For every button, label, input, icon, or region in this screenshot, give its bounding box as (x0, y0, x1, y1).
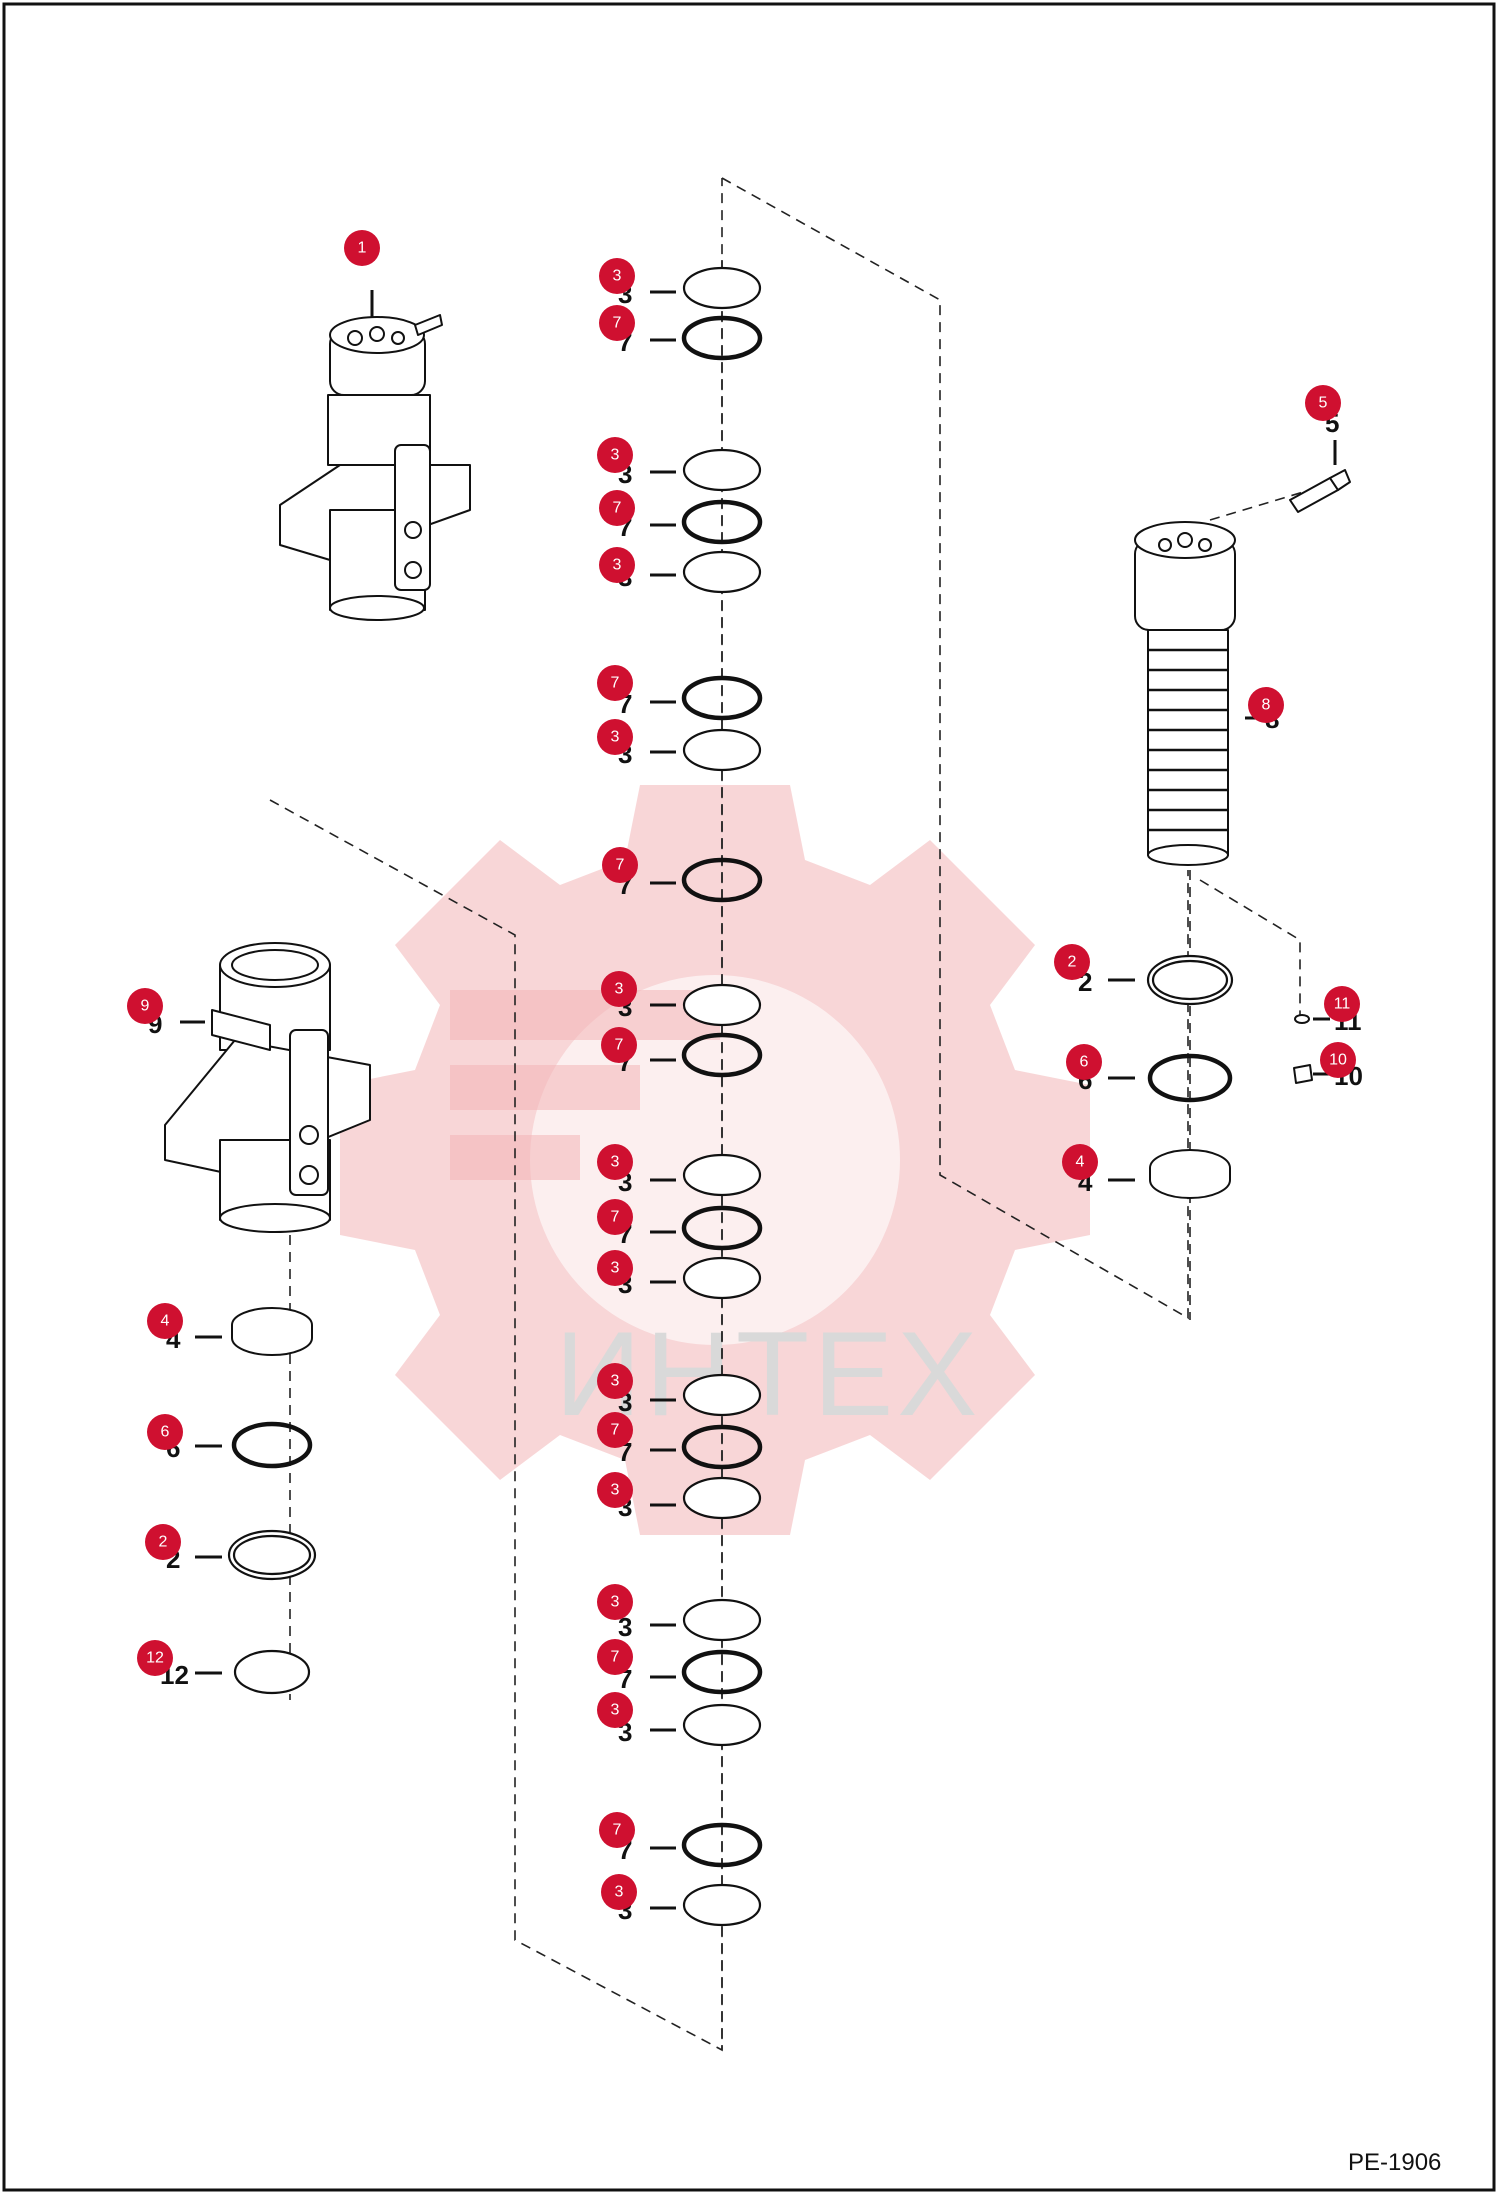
callout-7-a: 7 (599, 305, 635, 341)
svg-text:3: 3 (611, 1154, 620, 1171)
svg-text:6: 6 (161, 1424, 170, 1441)
callout-11: 11 (1324, 986, 1360, 1022)
svg-text:3: 3 (611, 729, 620, 746)
callout-8: 8 (1248, 687, 1284, 723)
callout-10: 10 (1320, 1042, 1356, 1078)
svg-text:7: 7 (613, 1822, 622, 1839)
drawing-id: PE-1906 (1348, 2149, 1441, 2176)
snap-ring-part-12 (233, 1649, 311, 1695)
callout-3-d: 3 (597, 719, 633, 755)
svg-text:3: 3 (613, 557, 622, 574)
callout-3-b: 3 (597, 437, 633, 473)
bushing-part-4-right (1149, 1149, 1231, 1199)
callout-7-d: 7 (602, 847, 638, 883)
svg-text:3: 3 (611, 1594, 620, 1611)
callout-9: 9 (127, 988, 163, 1024)
svg-text:12: 12 (146, 1650, 164, 1667)
svg-text:7: 7 (611, 1422, 620, 1439)
svg-text:3: 3 (611, 1702, 620, 1719)
svg-text:3: 3 (611, 1482, 620, 1499)
svg-text:8: 8 (1262, 697, 1271, 714)
seal-part-2-left-inner (232, 1534, 312, 1576)
svg-text:9: 9 (141, 998, 150, 1015)
svg-text:7: 7 (611, 1209, 620, 1226)
callout-3-i: 3 (597, 1472, 633, 1508)
svg-text:3: 3 (611, 1260, 620, 1277)
bushing-part-4-left (231, 1307, 313, 1356)
svg-text:5: 5 (1319, 395, 1328, 412)
callout-7-i: 7 (599, 1812, 635, 1848)
callout-3-j: 3 (597, 1584, 633, 1620)
fitting-part-5 (1289, 469, 1351, 513)
svg-text:4: 4 (1076, 1154, 1085, 1171)
svg-text:3: 3 (615, 1884, 624, 1901)
svg-text:7: 7 (616, 857, 625, 874)
svg-text:11: 11 (1334, 996, 1351, 1013)
o-ring-column (681, 266, 763, 1927)
svg-text:2: 2 (159, 1534, 168, 1551)
svg-text:4: 4 (161, 1313, 170, 1330)
callout-3-l: 3 (601, 1874, 637, 1910)
svg-text:7: 7 (611, 1649, 620, 1666)
callout-4-right: 4 (1062, 1144, 1098, 1180)
callout-3-k: 3 (597, 1692, 633, 1728)
svg-text:7: 7 (615, 1037, 624, 1054)
assembly-guide-fittings (1199, 879, 1301, 1020)
callout-1: 1 (344, 230, 380, 266)
callout-7-e: 7 (601, 1027, 637, 1063)
svg-text:2: 2 (1068, 954, 1077, 971)
callout-3-a: 3 (599, 258, 635, 294)
o-ring-part-11 (1294, 1014, 1310, 1024)
spindle-part-8 (1134, 521, 1236, 866)
callout-6-left: 6 (147, 1414, 183, 1450)
plug-part-10 (1293, 1064, 1313, 1084)
svg-text:7: 7 (613, 315, 622, 332)
svg-text:3: 3 (615, 981, 624, 998)
leader-lines (180, 290, 1337, 1910)
svg-text:7: 7 (611, 675, 620, 692)
callout-6-right: 6 (1066, 1044, 1102, 1080)
callout-3-h: 3 (597, 1363, 633, 1399)
part-number-label: 3 (618, 1612, 632, 1642)
callout-7-h: 7 (597, 1639, 633, 1675)
callout-3-f: 3 (597, 1144, 633, 1180)
svg-text:1: 1 (358, 240, 367, 257)
seal-part-6-right (1147, 1053, 1233, 1103)
seal-part-6-left (231, 1421, 313, 1469)
callout-3-c: 3 (599, 547, 635, 583)
callout-7-f: 7 (597, 1199, 633, 1235)
assembly-guide-fitting5 (1209, 489, 1311, 521)
callout-4-left: 4 (147, 1303, 183, 1339)
svg-text:6: 6 (1080, 1054, 1089, 1071)
callout-7-b: 7 (599, 490, 635, 526)
callout-2-right: 2 (1054, 944, 1090, 980)
callout-7-c: 7 (597, 665, 633, 701)
svg-text:7: 7 (613, 500, 622, 517)
svg-text:3: 3 (613, 268, 622, 285)
callout-2-left: 2 (145, 1524, 181, 1560)
callout-3-g: 3 (597, 1250, 633, 1286)
svg-text:10: 10 (1329, 1052, 1347, 1069)
seal-part-2-right-inner (1151, 959, 1229, 1001)
housing-part-9 (164, 942, 371, 1233)
callout-markers: 1 5 8 9 2 6 4 11 10 3 7 3 7 3 7 3 7 3 7 … (127, 230, 1360, 1910)
swivel-joint-assembly-part-1 (279, 314, 471, 621)
callout-3-e: 3 (601, 971, 637, 1007)
callout-12: 12 (137, 1640, 173, 1676)
callout-7-g: 7 (597, 1412, 633, 1448)
svg-text:3: 3 (611, 1373, 620, 1390)
assembly-guide-right (721, 177, 1189, 1320)
callout-5: 5 (1305, 385, 1341, 421)
svg-text:3: 3 (611, 447, 620, 464)
